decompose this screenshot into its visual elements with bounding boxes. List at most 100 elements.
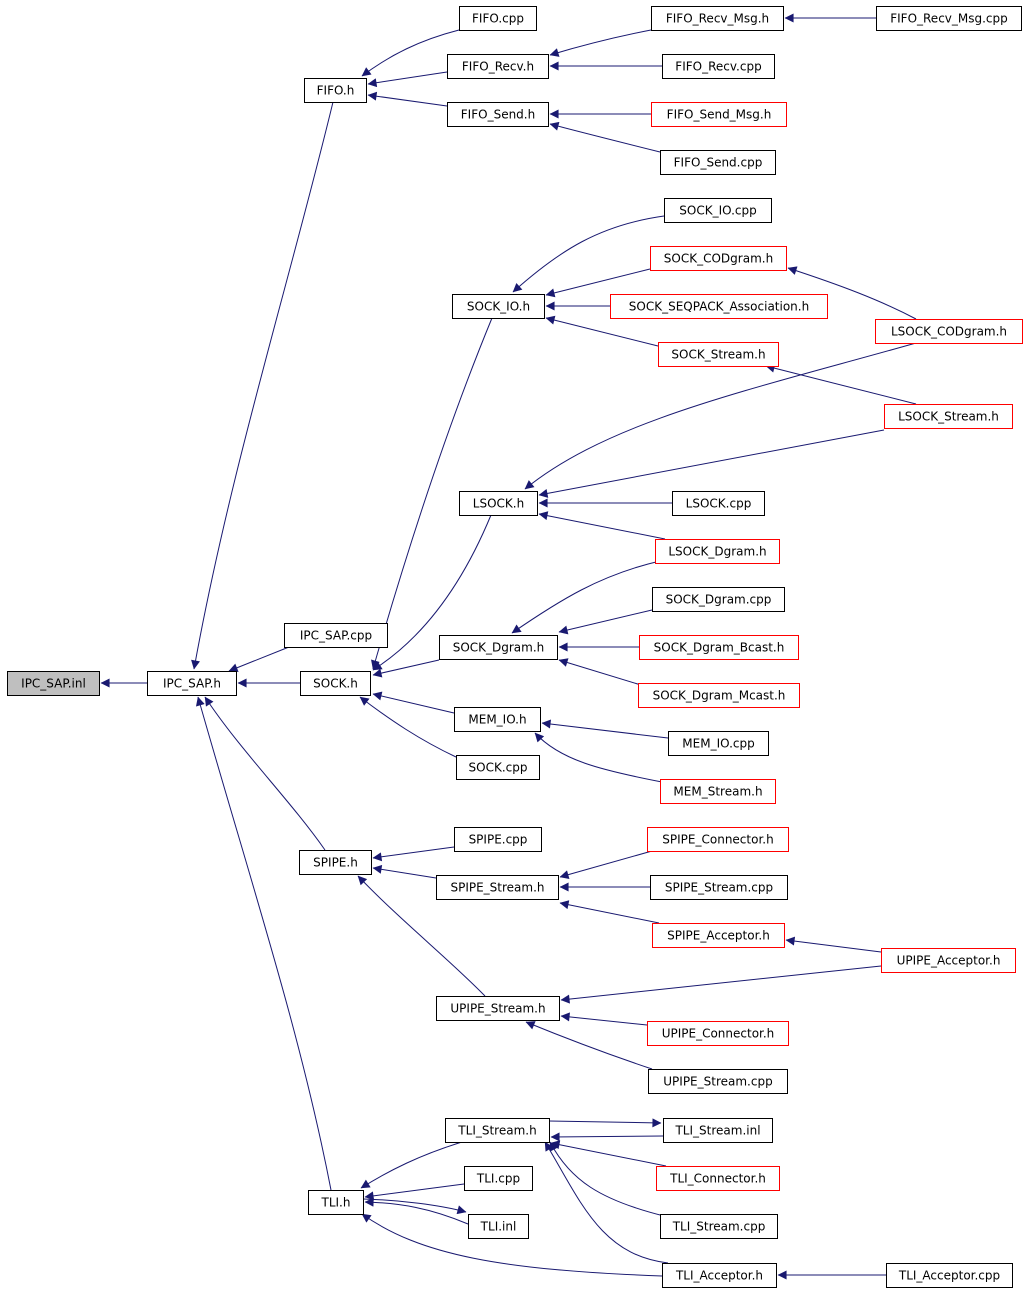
node-ipc-sap-h[interactable]: IPC_SAP.h [147,671,237,696]
node-box[interactable] [445,1118,550,1143]
node-box[interactable] [663,1118,773,1143]
node-tli-stream-inl[interactable]: TLI_Stream.inl [663,1118,773,1143]
node-tli-connector-h[interactable]: TLI_Connector.h [656,1166,780,1191]
node-mem-stream-h[interactable]: MEM_Stream.h [660,779,776,804]
node-box[interactable] [439,635,558,660]
node-sock-seqpack-h[interactable]: SOCK_SEQPACK_Association.h [610,294,828,319]
node-box[interactable] [7,671,100,696]
node-sock-dgram-cpp[interactable]: SOCK_Dgram.cpp [652,587,785,612]
node-box[interactable] [468,1214,529,1239]
node-box[interactable] [664,198,772,223]
node-tli-acceptor-h[interactable]: TLI_Acceptor.h [662,1263,777,1288]
node-box[interactable] [662,54,775,79]
node-box[interactable] [881,948,1016,973]
node-fifo-cpp[interactable]: FIFO.cpp [459,6,537,31]
node-spipe-connector-h[interactable]: SPIPE_Connector.h [647,827,789,852]
node-spipe-cpp[interactable]: SPIPE.cpp [454,827,542,852]
node-box[interactable] [658,342,779,367]
node-upipe-stream-cpp[interactable]: UPIPE_Stream.cpp [648,1069,788,1094]
node-box[interactable] [886,1263,1013,1288]
node-box[interactable] [655,539,780,564]
node-ipc-sap-inl[interactable]: IPC_SAP.inl [7,671,100,696]
node-tli-stream-h[interactable]: TLI_Stream.h [445,1118,550,1143]
node-lsock-cpp[interactable]: LSOCK.cpp [672,491,765,516]
node-box[interactable] [639,635,799,660]
node-box[interactable] [459,491,538,516]
node-box[interactable] [456,755,540,780]
node-box[interactable] [672,491,765,516]
node-box[interactable] [660,779,776,804]
node-box[interactable] [647,1021,789,1046]
node-box[interactable] [638,683,800,708]
node-fifo-recv-msg-cpp[interactable]: FIFO_Recv_Msg.cpp [876,6,1022,31]
node-box[interactable] [656,1166,780,1191]
node-sock-codgram-h[interactable]: SOCK_CODgram.h [650,246,787,271]
node-box[interactable] [454,827,542,852]
node-box[interactable] [660,150,776,175]
node-box[interactable] [652,923,785,948]
node-box[interactable] [452,294,545,319]
node-box[interactable] [436,875,559,900]
node-box[interactable] [300,671,371,696]
node-upipe-stream-h[interactable]: UPIPE_Stream.h [436,996,560,1021]
node-box[interactable] [308,1190,364,1215]
node-box[interactable] [299,850,372,875]
node-ipc-sap-cpp[interactable]: IPC_SAP.cpp [284,623,388,648]
node-box[interactable] [668,731,769,756]
node-upipe-acceptor-h[interactable]: UPIPE_Acceptor.h [881,948,1016,973]
node-box[interactable] [447,102,549,127]
node-box[interactable] [304,78,367,103]
node-tli-acceptor-cpp[interactable]: TLI_Acceptor.cpp [886,1263,1013,1288]
node-box[interactable] [876,6,1022,31]
node-box[interactable] [651,6,784,31]
node-tli-inl[interactable]: TLI.inl [468,1214,529,1239]
node-box[interactable] [650,246,787,271]
node-fifo-recv-msg-h[interactable]: FIFO_Recv_Msg.h [651,6,784,31]
node-box[interactable] [464,1166,533,1191]
node-box[interactable] [147,671,237,696]
node-box[interactable] [610,294,828,319]
node-lsock-codgram-h[interactable]: LSOCK_CODgram.h [875,319,1023,344]
node-spipe-h[interactable]: SPIPE.h [299,850,372,875]
node-box[interactable] [284,623,388,648]
node-spipe-acceptor-h[interactable]: SPIPE_Acceptor.h [652,923,785,948]
node-mem-io-h[interactable]: MEM_IO.h [454,707,541,732]
node-sock-dgram-mcast-h[interactable]: SOCK_Dgram_Mcast.h [638,683,800,708]
node-box[interactable] [647,827,789,852]
node-mem-io-cpp[interactable]: MEM_IO.cpp [668,731,769,756]
node-box[interactable] [454,707,541,732]
node-box[interactable] [648,1069,788,1094]
node-fifo-send-h[interactable]: FIFO_Send.h [447,102,549,127]
node-fifo-h[interactable]: FIFO.h [304,78,367,103]
node-upipe-connector-h[interactable]: UPIPE_Connector.h [647,1021,789,1046]
node-sock-cpp[interactable]: SOCK.cpp [456,755,540,780]
node-lsock-h[interactable]: LSOCK.h [459,491,538,516]
node-box[interactable] [875,319,1023,344]
node-sock-io-cpp[interactable]: SOCK_IO.cpp [664,198,772,223]
node-fifo-recv-h[interactable]: FIFO_Recv.h [447,54,549,79]
node-lsock-stream-h[interactable]: LSOCK_Stream.h [884,404,1013,429]
node-box[interactable] [650,875,788,900]
node-box[interactable] [651,102,787,127]
node-sock-dgram-bcast-h[interactable]: SOCK_Dgram_Bcast.h [639,635,799,660]
node-spipe-stream-h[interactable]: SPIPE_Stream.h [436,875,559,900]
node-tli-cpp[interactable]: TLI.cpp [464,1166,533,1191]
node-spipe-stream-cpp[interactable]: SPIPE_Stream.cpp [650,875,788,900]
node-lsock-dgram-h[interactable]: LSOCK_Dgram.h [655,539,780,564]
node-box[interactable] [662,1263,777,1288]
node-sock-dgram-h[interactable]: SOCK_Dgram.h [439,635,558,660]
node-sock-stream-h[interactable]: SOCK_Stream.h [658,342,779,367]
node-tli-stream-cpp[interactable]: TLI_Stream.cpp [660,1214,778,1239]
node-box[interactable] [652,587,785,612]
node-fifo-send-msg-h[interactable]: FIFO_Send_Msg.h [651,102,787,127]
node-box[interactable] [447,54,549,79]
node-fifo-recv-cpp[interactable]: FIFO_Recv.cpp [662,54,775,79]
node-box[interactable] [884,404,1013,429]
node-box[interactable] [459,6,537,31]
node-fifo-send-cpp[interactable]: FIFO_Send.cpp [660,150,776,175]
node-box[interactable] [660,1214,778,1239]
node-box[interactable] [436,996,560,1021]
node-sock-h[interactable]: SOCK.h [300,671,371,696]
node-tli-h[interactable]: TLI.h [308,1190,364,1215]
node-sock-io-h[interactable]: SOCK_IO.h [452,294,545,319]
